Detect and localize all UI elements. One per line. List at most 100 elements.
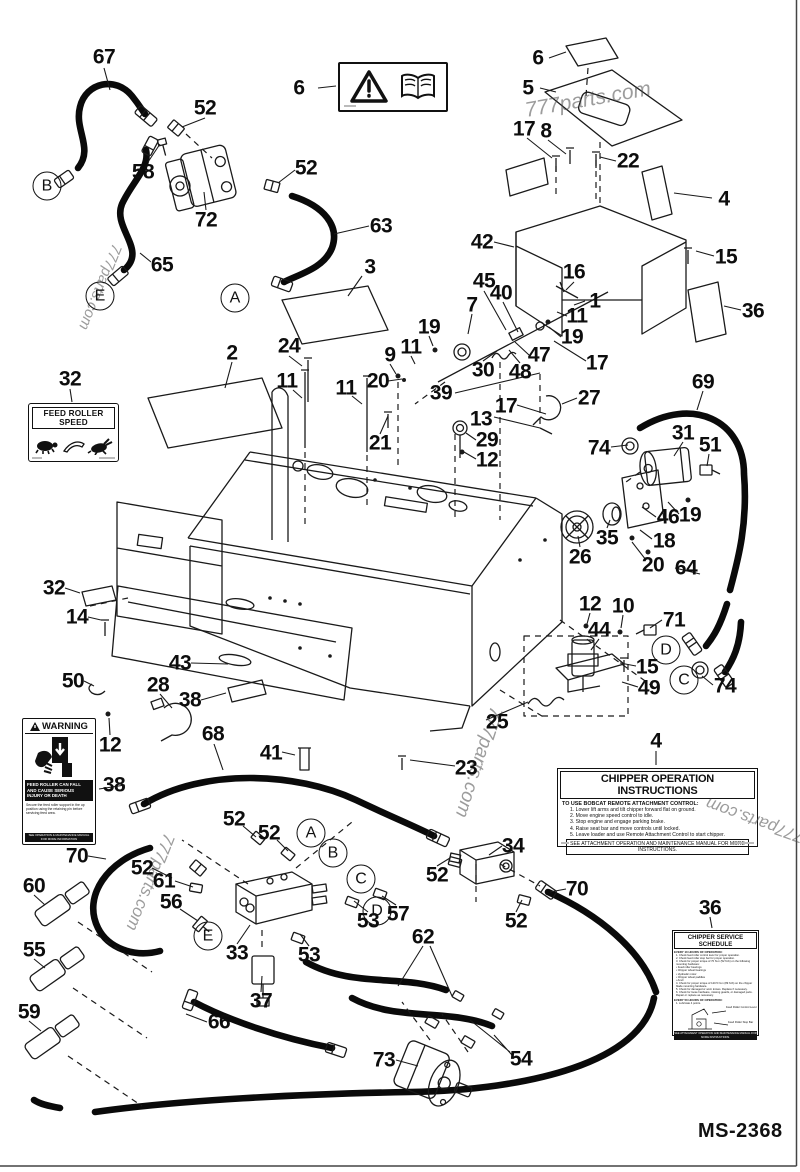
clip-27 [532,395,562,426]
connector-C: C [346,864,376,894]
callout-52: 52 [294,156,318,180]
sched-diagram-label-0: Feed Roller Control Lever [726,1006,757,1010]
callout-48: 48 [508,360,532,384]
pin-41 [298,747,311,771]
hose-bottom-sweep [91,994,658,1116]
callout-17: 17 [512,117,536,141]
callout-60: 60 [22,874,46,898]
callout-58: 58 [131,160,155,184]
schedule-item: • Feed roller bearings [676,966,702,970]
warning-triangle-icon [30,722,41,731]
callout-52: 52 [130,856,154,880]
callout-11: 11 [335,376,357,400]
callout-2: 2 [226,341,238,365]
callout-11: 11 [400,335,422,359]
callout-74: 74 [587,436,611,460]
callout-11: 11 [276,369,298,393]
connector-D: D [362,896,392,926]
callout-65: 65 [150,253,174,277]
schedule-item: • Hydraulic motor [676,972,697,976]
blank-decal-2 [147,377,283,449]
solenoid-37 [251,955,275,985]
decal-code [32,457,42,459]
callout-18: 18 [652,529,676,553]
callout-14: 14 [65,605,89,629]
warning-footer-text: SEE OPERATION & MAINTENANCE MANUAL FOR M… [25,833,93,842]
decal-code [561,842,569,844]
callout-52: 52 [504,909,528,933]
turtle-slow-icon [35,441,58,455]
spring-25 [527,696,565,707]
callout-52: 52 [222,807,246,831]
connector-A: A [296,818,326,848]
callout-59: 59 [17,1000,41,1024]
figure-number: MS-2368 [698,1120,783,1142]
hose-70-right [544,888,660,996]
callout-25: 25 [485,710,509,734]
clamps-drawing [88,395,709,771]
bolts-drawing [101,147,692,770]
connector-A: A [220,283,250,313]
callout-22: 22 [616,149,640,173]
operation-instructions-decal: CHIPPER OPERATION INSTRUCTIONS TO USE BO… [557,768,758,856]
callout-7: 7 [466,293,478,317]
callout-63: 63 [369,214,393,238]
warning-decal: WARNING FEED ROLLER CAN FALL AND CAUSE S… [22,718,96,845]
chipper-housing-drawing [111,387,563,732]
operation-instructions-steps: 1. Lower lift arms and tilt chipper forw… [570,807,755,838]
schedule-item: 5. Check for damaged or worn knives. Rep… [676,988,748,992]
sched-diagram-label-1: Feed Roller Stop Bar [728,1021,754,1025]
hose-63 [280,192,338,286]
valve-34-drawing [448,841,515,885]
callout-5: 5 [522,76,534,100]
decal-code [99,457,115,459]
fan-motor-drawing [560,437,692,544]
hydraulic-pump-drawing [164,144,237,212]
callout-37: 37 [249,989,273,1013]
latch-rod-assembly-drawing [437,281,609,458]
callout-32: 32 [58,367,82,391]
operation-step: 4. Raise seat bar and move controls unti… [570,825,680,832]
operation-step: 3. Stop engine and engage parking brake. [570,819,665,826]
callout-41: 41 [259,741,283,765]
callout-23: 23 [454,756,478,780]
operation-instructions-footer: SEE ATTACHMENT OPERATION AND MAINTENANCE… [566,839,749,856]
schedule-item: 3. Check for proper torque of 70 N-m (52… [676,960,751,967]
callout-43: 43 [168,651,192,675]
callout-55: 55 [22,938,46,962]
decal-code [734,842,754,844]
callout-13: 13 [469,407,493,431]
callout-19: 19 [417,315,441,339]
clamp-28 [160,702,192,742]
callout-15: 15 [635,655,659,679]
schedule-item: • Chipper wheel bearings [676,969,706,973]
callout-50: 50 [61,669,85,693]
plate-32 [81,585,117,607]
callout-9: 9 [384,343,396,367]
callout-61: 61 [152,869,176,893]
service-schedule-diagram: Feed Roller Control Lever Feed Roller St… [674,1005,757,1031]
callout-36: 36 [741,299,765,323]
hose-62b [348,994,496,1030]
callout-44: 44 [587,618,611,642]
callout-39: 39 [429,381,453,405]
callout-4: 4 [718,187,730,211]
callout-52: 52 [193,96,217,120]
callout-67: 67 [92,45,116,69]
callout-71: 71 [662,608,686,632]
hose-62a [302,958,450,994]
callout-11: 11 [566,304,588,328]
callout-45: 45 [472,269,496,293]
schedule-heading: EVERY 10 HOURS OF OPERATION: [674,950,723,954]
hose-66 [190,998,336,1052]
callout-20: 20 [366,369,390,393]
rear-cover-drawing [515,205,687,337]
feed-motor-drawing [393,1040,473,1107]
callout-19: 19 [678,503,702,527]
callout-72: 72 [194,208,218,232]
rabbit-fast-icon [87,438,113,455]
operation-step: 5. Leave loader and use Remote Attachmen… [570,831,725,838]
operation-step: 1. Lower lift arms and tilt chipper forw… [570,807,696,813]
